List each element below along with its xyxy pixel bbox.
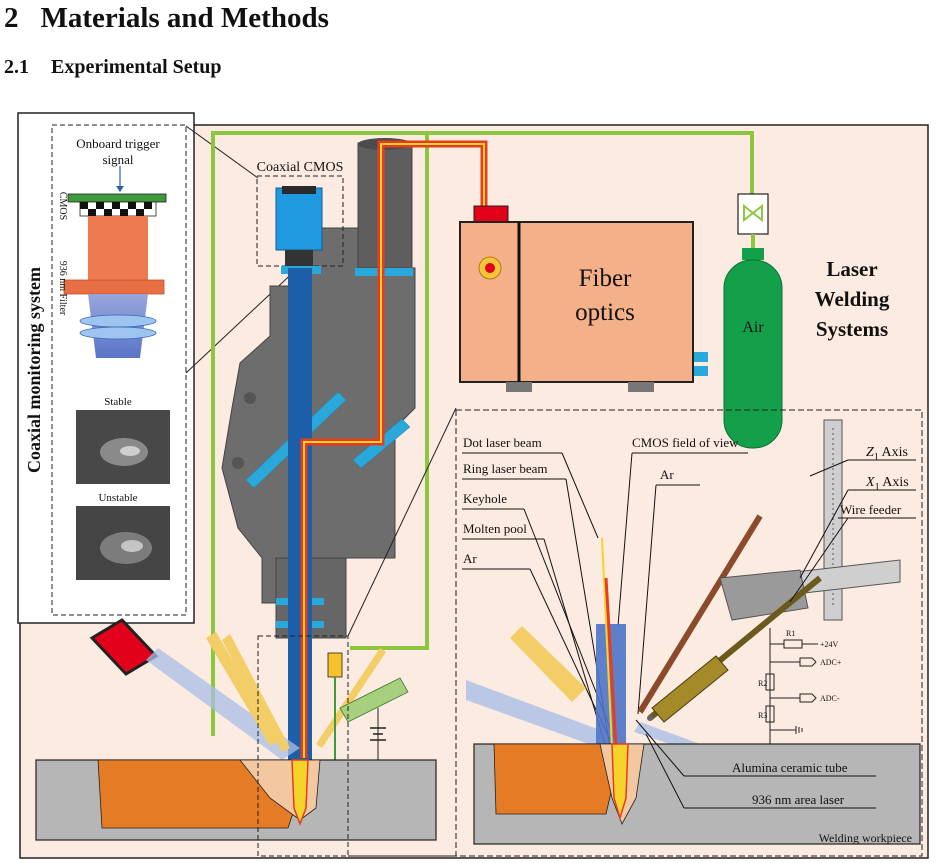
lens-1 — [79, 314, 157, 328]
keyhole-right — [611, 743, 629, 821]
detail-axis-pointer-1 — [809, 459, 849, 477]
callout-line-top — [185, 125, 259, 179]
head-port-2 — [232, 457, 244, 469]
circuit-24v: +24V — [820, 640, 839, 649]
wire-feeder-label: Wire feeder — [840, 502, 902, 517]
system-title-2: Welding — [815, 287, 890, 311]
unstable-pool-glow — [121, 540, 143, 552]
cmos-side-label: CMOS — [57, 192, 68, 220]
cmos-sensor-pattern — [79, 201, 157, 217]
lens-2 — [79, 326, 157, 340]
alumina-tube — [637, 514, 763, 714]
area-laser-leader — [645, 733, 685, 809]
cmos-board — [67, 193, 167, 203]
monitoring-title: Coaxial monitoring system — [24, 267, 44, 473]
head-port-1 — [244, 392, 256, 404]
gas-nozzle-right — [316, 648, 386, 748]
air-cylinder — [723, 259, 783, 449]
trigger-line-2: signal — [102, 152, 133, 167]
optics-beam-upper — [88, 216, 148, 282]
circuit-adc-plus: ADC+ — [820, 658, 842, 667]
fiber-port-1 — [694, 352, 708, 362]
detail-panel — [455, 409, 923, 857]
experimental-setup-figure: Coaxial monitoring system Onboard trigge… — [17, 112, 929, 859]
fiber-optics-line-1: Fiber — [579, 265, 632, 292]
wire-feeder-body — [651, 655, 729, 723]
callout-line-bottom — [185, 265, 301, 374]
system-title-1: Laser — [826, 257, 877, 281]
wire-nozzle-tip — [647, 715, 653, 721]
air-cylinder-neck — [742, 248, 764, 260]
air-line — [211, 131, 754, 736]
wire-nozzle-left — [339, 677, 409, 723]
lens-tube — [357, 142, 413, 269]
fiber-port-2 — [694, 366, 708, 376]
ar-label: Ar — [463, 551, 477, 566]
area-laser-label: 936 nm area laser — [752, 792, 845, 807]
fiber-optics-indicator-dot — [485, 263, 495, 273]
ring-laser-label: Ring laser beam — [463, 461, 547, 476]
ground-battery — [370, 708, 386, 760]
fiber-optics-line-2: optics — [575, 299, 635, 326]
trigger-arrow-head — [116, 186, 124, 192]
dot-laser-label: Dot laser beam — [463, 435, 542, 450]
keyhole-left — [291, 759, 309, 827]
filter-side-label: 936 nm Filter — [57, 261, 68, 316]
area-laser-beam-left — [146, 648, 300, 760]
cmos-fov-label: CMOS field of view — [632, 435, 739, 450]
circuit-adc-minus: ADC- — [820, 694, 840, 703]
sensor-box — [327, 652, 343, 678]
gas-nozzle-left-1 — [206, 632, 280, 746]
detail-callout-top — [347, 407, 457, 637]
monitoring-inner-dashed — [51, 124, 187, 616]
gas-nozzle-detail — [510, 626, 586, 702]
weld-seam-right — [493, 743, 613, 815]
coaxial-cmos-label: Coaxial CMOS — [257, 160, 344, 175]
z-axis-label: Z1 Axis — [866, 445, 908, 463]
area-laser-beam-detail — [466, 680, 600, 748]
trigger-line-1: Onboard trigger — [76, 136, 160, 151]
cmos-camera — [275, 187, 323, 251]
sensor-circuit — [765, 628, 818, 744]
molten-pool-label: Molten pool — [463, 521, 527, 536]
keyhole-label: Keyhole — [463, 491, 507, 506]
circuit-r3: R3 — [758, 711, 767, 720]
stable-pool-glow — [120, 446, 140, 456]
workpiece-label: Welding workpiece — [819, 831, 912, 845]
alumina-label: Alumina ceramic tube — [732, 760, 848, 775]
ring-laser-beam — [604, 577, 618, 749]
laser-fiber-core — [303, 143, 485, 758]
x-axis-label: X1 Axis — [865, 475, 909, 493]
stable-label: Stable — [104, 396, 132, 408]
circuit-r1: R1 — [786, 629, 795, 638]
cmos-camera-top — [282, 186, 316, 194]
detail-axis-pointer-2 — [799, 489, 849, 579]
unstable-label: Unstable — [98, 492, 137, 504]
system-title-3: Systems — [816, 317, 888, 341]
air-label: Air — [742, 319, 764, 336]
gas-nozzle-left-2 — [222, 634, 290, 752]
coaxial-blue-beam — [288, 268, 312, 760]
filter-plate — [63, 279, 165, 295]
ar2-label: Ar — [660, 467, 674, 482]
circuit-r2: R2 — [758, 679, 767, 688]
cmos-camera-mount — [285, 250, 313, 268]
fiber-foot-left — [506, 382, 532, 392]
fiber-connector — [473, 205, 509, 223]
head-detail-dashed — [257, 635, 349, 857]
detail-axis-pointer-3 — [789, 517, 849, 603]
alumina-leader — [635, 719, 685, 777]
air-line-2 — [350, 133, 429, 650]
dot-laser-beam — [601, 537, 613, 749]
air-valve-symbol — [743, 203, 763, 223]
fiber-optics-box — [459, 221, 694, 383]
fiber-foot-right — [628, 382, 654, 392]
